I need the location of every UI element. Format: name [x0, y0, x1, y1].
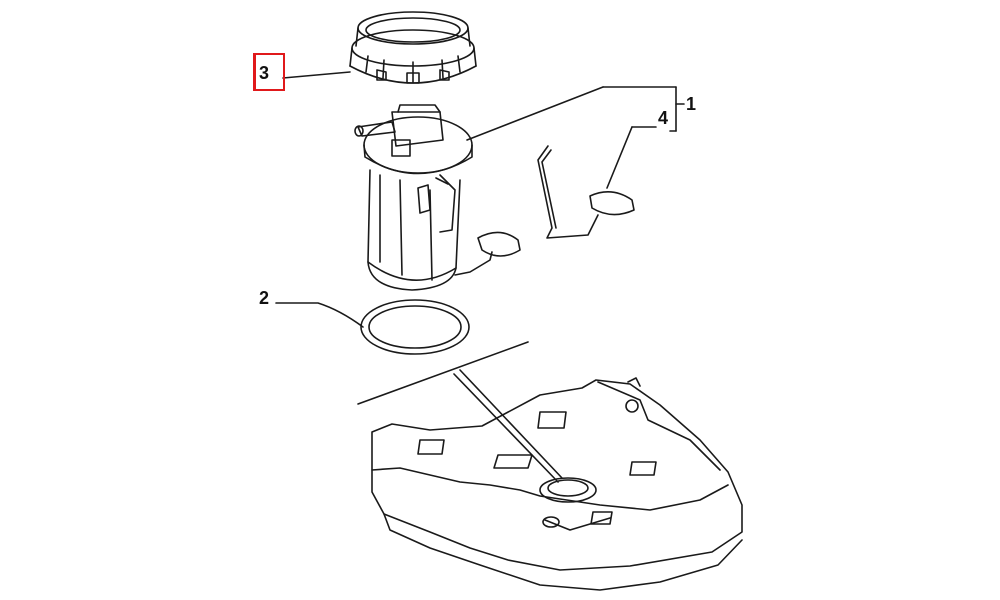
callout-4[interactable]: 4	[658, 108, 669, 128]
callout-2[interactable]: 2	[259, 288, 270, 308]
callout-1[interactable]: 1	[686, 94, 697, 114]
leader-line-tank	[453, 373, 559, 483]
leader-line-2	[275, 302, 364, 328]
selection-marker	[253, 53, 256, 91]
callout-3[interactable]: 3	[259, 63, 270, 83]
seal-ring-part[interactable]	[360, 299, 470, 355]
leader-line-tank-b	[459, 369, 563, 479]
level-sensor-float-part[interactable]	[537, 145, 635, 239]
leader-line-4a	[606, 126, 633, 189]
fuel-tank	[357, 341, 743, 591]
leader-line-1a	[466, 86, 604, 141]
fuel-pump-module-part[interactable]	[354, 104, 521, 291]
locking-ring-part[interactable]	[349, 11, 477, 84]
leader-line-3	[282, 71, 351, 79]
